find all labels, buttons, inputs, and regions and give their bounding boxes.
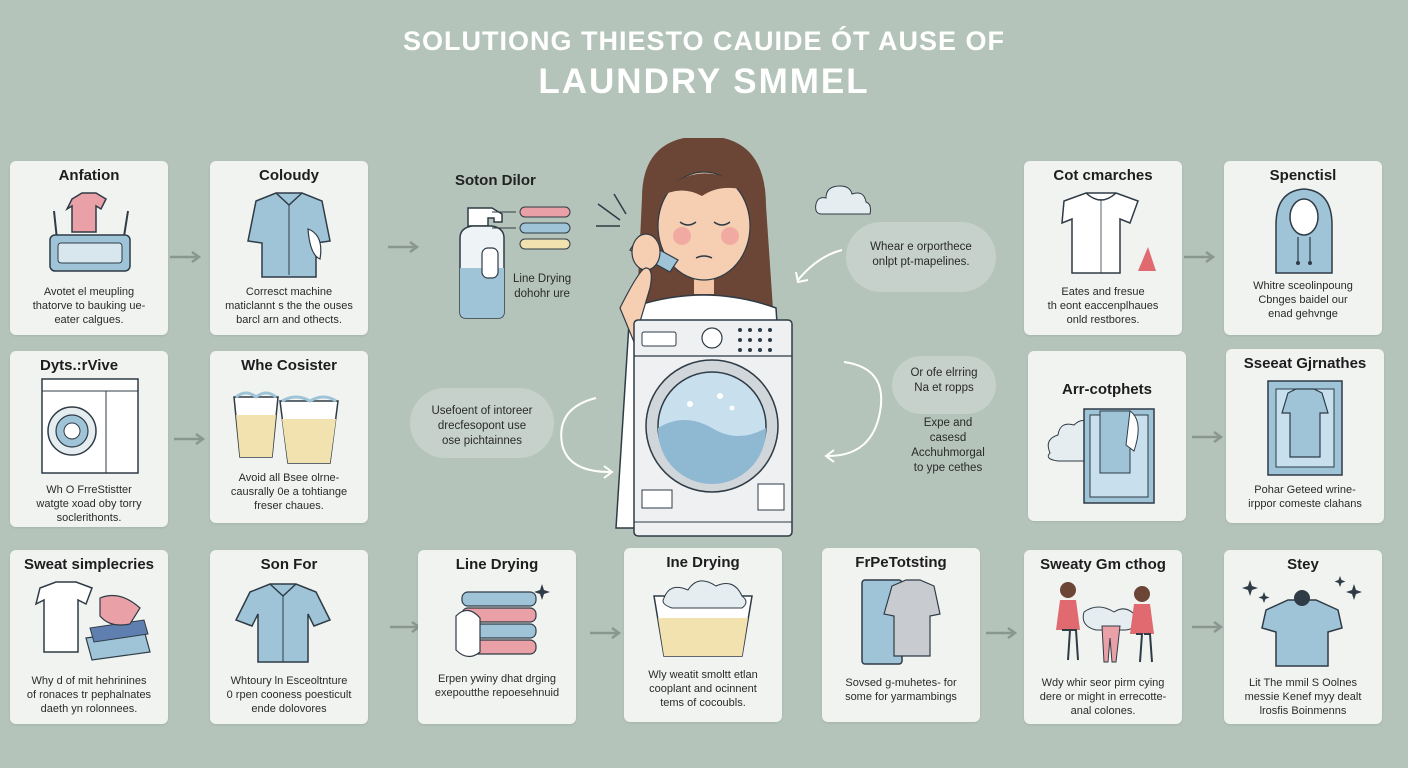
card-text: Lit The mmil S Oolnes messie Kenef myy d… bbox=[1244, 677, 1362, 717]
color-swatches-icon bbox=[492, 206, 571, 250]
card-text: Pohar Geteed wrine- irppor comeste claha… bbox=[1248, 484, 1362, 510]
blue-shirt-icon bbox=[247, 192, 331, 278]
drying-note: Line Drying dohohr ure bbox=[513, 273, 572, 300]
woman-face bbox=[657, 171, 751, 281]
card-heading: Spenctisl bbox=[1269, 167, 1337, 184]
title-line-1: SOLUTIONG THIESTO CAUIDE ÓT AUSE OF bbox=[402, 26, 1006, 56]
card-heading: Sweat simplecries bbox=[23, 556, 155, 573]
card-text: Wdy whir seor pirm cying dere or might i… bbox=[1039, 677, 1167, 717]
card-stey: Stey Lit The mmil S Oolnes messie Kenef … bbox=[1224, 550, 1382, 724]
right-text: Expe and casesd Acchuhmorgal to ype ceth… bbox=[911, 417, 985, 474]
card-heading: Coloudy bbox=[259, 167, 319, 184]
card-heading: Arr-cotphets bbox=[1061, 381, 1152, 398]
card-son-for: Son For Whtoury ln Esceoltnture 0 rpen c… bbox=[210, 550, 368, 724]
card-heading: Dyts.:rVive bbox=[40, 357, 119, 374]
hoodie-icon bbox=[1275, 188, 1333, 274]
tshirt-icon bbox=[1061, 192, 1156, 274]
card-text: Erpen ywiny dhat drging exepoutthe repoe… bbox=[434, 673, 560, 699]
card-text: Wh O FrreStistter watgte xoad oby torry … bbox=[36, 484, 142, 524]
card-text: Corresct machine maticlannt s the the ou… bbox=[225, 286, 353, 326]
card-heading: FrPeTotsting bbox=[855, 554, 947, 571]
card-heading: Cot cmarches bbox=[1053, 167, 1153, 184]
card-text: Whitre sceolinpoung Cbnges baidel our en… bbox=[1253, 280, 1353, 320]
card-heading: Line Drying bbox=[455, 556, 539, 573]
arrow-right-icon bbox=[1184, 250, 1216, 264]
stacked-towels-icon bbox=[455, 584, 550, 658]
card-heading: Sweaty Gm cthog bbox=[1040, 556, 1166, 573]
card-heading: Anfation bbox=[58, 167, 120, 184]
card-text: Sovsed g-muhetes- for some for yarmambin… bbox=[845, 677, 957, 703]
card-text: Why d of mit hehrinines of ronaces tr pe… bbox=[26, 675, 152, 715]
arrow-right-icon bbox=[986, 626, 1018, 640]
shirt-on-board-icon bbox=[861, 579, 941, 665]
card-frpetotsting: FrPeTotsting Sovsed g-muhetes- for some … bbox=[822, 548, 980, 722]
card-line-drying: Line Drying Erpen ywiny dhat drging exep… bbox=[418, 550, 576, 724]
wash-basin-icon bbox=[653, 580, 753, 657]
card-text: Avotet el meupling thatorve to bauking u… bbox=[32, 286, 146, 326]
arrow-right-icon bbox=[1192, 430, 1224, 444]
arrow-right-icon bbox=[1192, 620, 1224, 634]
curved-arrow-icon bbox=[824, 361, 883, 463]
water-glasses-icon bbox=[233, 391, 339, 464]
arrow-right-icon bbox=[174, 432, 206, 446]
card-anfation: Anfation Avotet el meupling thatorve to … bbox=[10, 161, 168, 335]
arrow-right-icon bbox=[170, 250, 202, 264]
bubble-right: Or ofe elrring Na et ropps bbox=[892, 356, 996, 414]
arrow-right-icon bbox=[390, 620, 422, 634]
title-line-2: LAUNDRY SMMEL bbox=[538, 62, 870, 101]
card-heading: Ine Drying bbox=[666, 554, 740, 571]
arrow-right-icon bbox=[590, 626, 622, 640]
center-heading: Soton Dilor bbox=[455, 172, 536, 189]
card-sweat-simplecries: Sweat simplecries Why d of mit hehrinine… bbox=[10, 550, 168, 724]
detergent-bottle-icon bbox=[459, 207, 505, 319]
washing-machine-icon bbox=[41, 378, 139, 474]
dryer-cloud-icon bbox=[1047, 408, 1155, 504]
card-sseeat-gjrnathes: Sseeat Gjrnathes Pohar Geteed wrine- irp… bbox=[1226, 349, 1384, 523]
card-heading: Whe Cosister bbox=[241, 357, 337, 374]
card-heading: Stey bbox=[1287, 556, 1319, 573]
card-ine-drying: Ine Drying Wly weatit smoltt etlan coopl… bbox=[624, 548, 782, 722]
card-heading: Son For bbox=[260, 556, 318, 573]
sparkle-shirt-icon bbox=[1242, 576, 1362, 667]
card-text: Wly weatit smoltt etlan cooplant and oci… bbox=[648, 669, 758, 709]
pointer-arrow-icon bbox=[795, 249, 843, 284]
cloud-icon bbox=[815, 185, 871, 215]
card-whe-cosister: Whe Cosister Avoid all Bsee olrne- causr… bbox=[210, 351, 368, 523]
card-arr-cotphets: Arr-cotphets bbox=[1028, 351, 1186, 521]
card-text: Whtoury ln Esceoltnture 0 rpen cooness p… bbox=[226, 675, 352, 715]
curved-arrow-icon bbox=[560, 397, 614, 479]
hanging-shirt-icon bbox=[1267, 380, 1343, 476]
card-spenctisl: Spenctisl Whitre sceolinpoung Cbnges bai… bbox=[1224, 161, 1382, 335]
card-text: Eates and fresue th eont eaccenplhaues o… bbox=[1047, 286, 1159, 326]
card-sweaty-gm-cthog: Sweaty Gm cthog Wdy whir seor pirm cying… bbox=[1024, 550, 1182, 724]
blue-shirt-icon bbox=[234, 583, 332, 663]
card-dyts-rvive: Dyts.:rVive Wh O FrreStistter watgte xoa… bbox=[10, 351, 168, 527]
basket-shirt-icon bbox=[49, 192, 131, 272]
bubble-left: Usefoent of intoreer drecfesopont use os… bbox=[410, 388, 554, 458]
folded-clothes-icon bbox=[34, 581, 151, 661]
card-heading: Sseeat Gjrnathes bbox=[1243, 355, 1367, 372]
bubble-top-right: Whear e orporthece onlpt pt-mapelines. bbox=[846, 222, 996, 292]
card-coloudy: Coloudy Corresct machine maticlannt s th… bbox=[210, 161, 368, 335]
arrow-right-icon bbox=[388, 240, 420, 254]
woman-with-washer-illustration bbox=[596, 138, 793, 537]
card-text: Avoid all Bsee olrne- causrally 0e a toh… bbox=[230, 472, 348, 512]
people-clothes-icon bbox=[1056, 582, 1154, 663]
card-cot-cmarches: Cot cmarches Eates and fresue th eont ea… bbox=[1024, 161, 1182, 335]
